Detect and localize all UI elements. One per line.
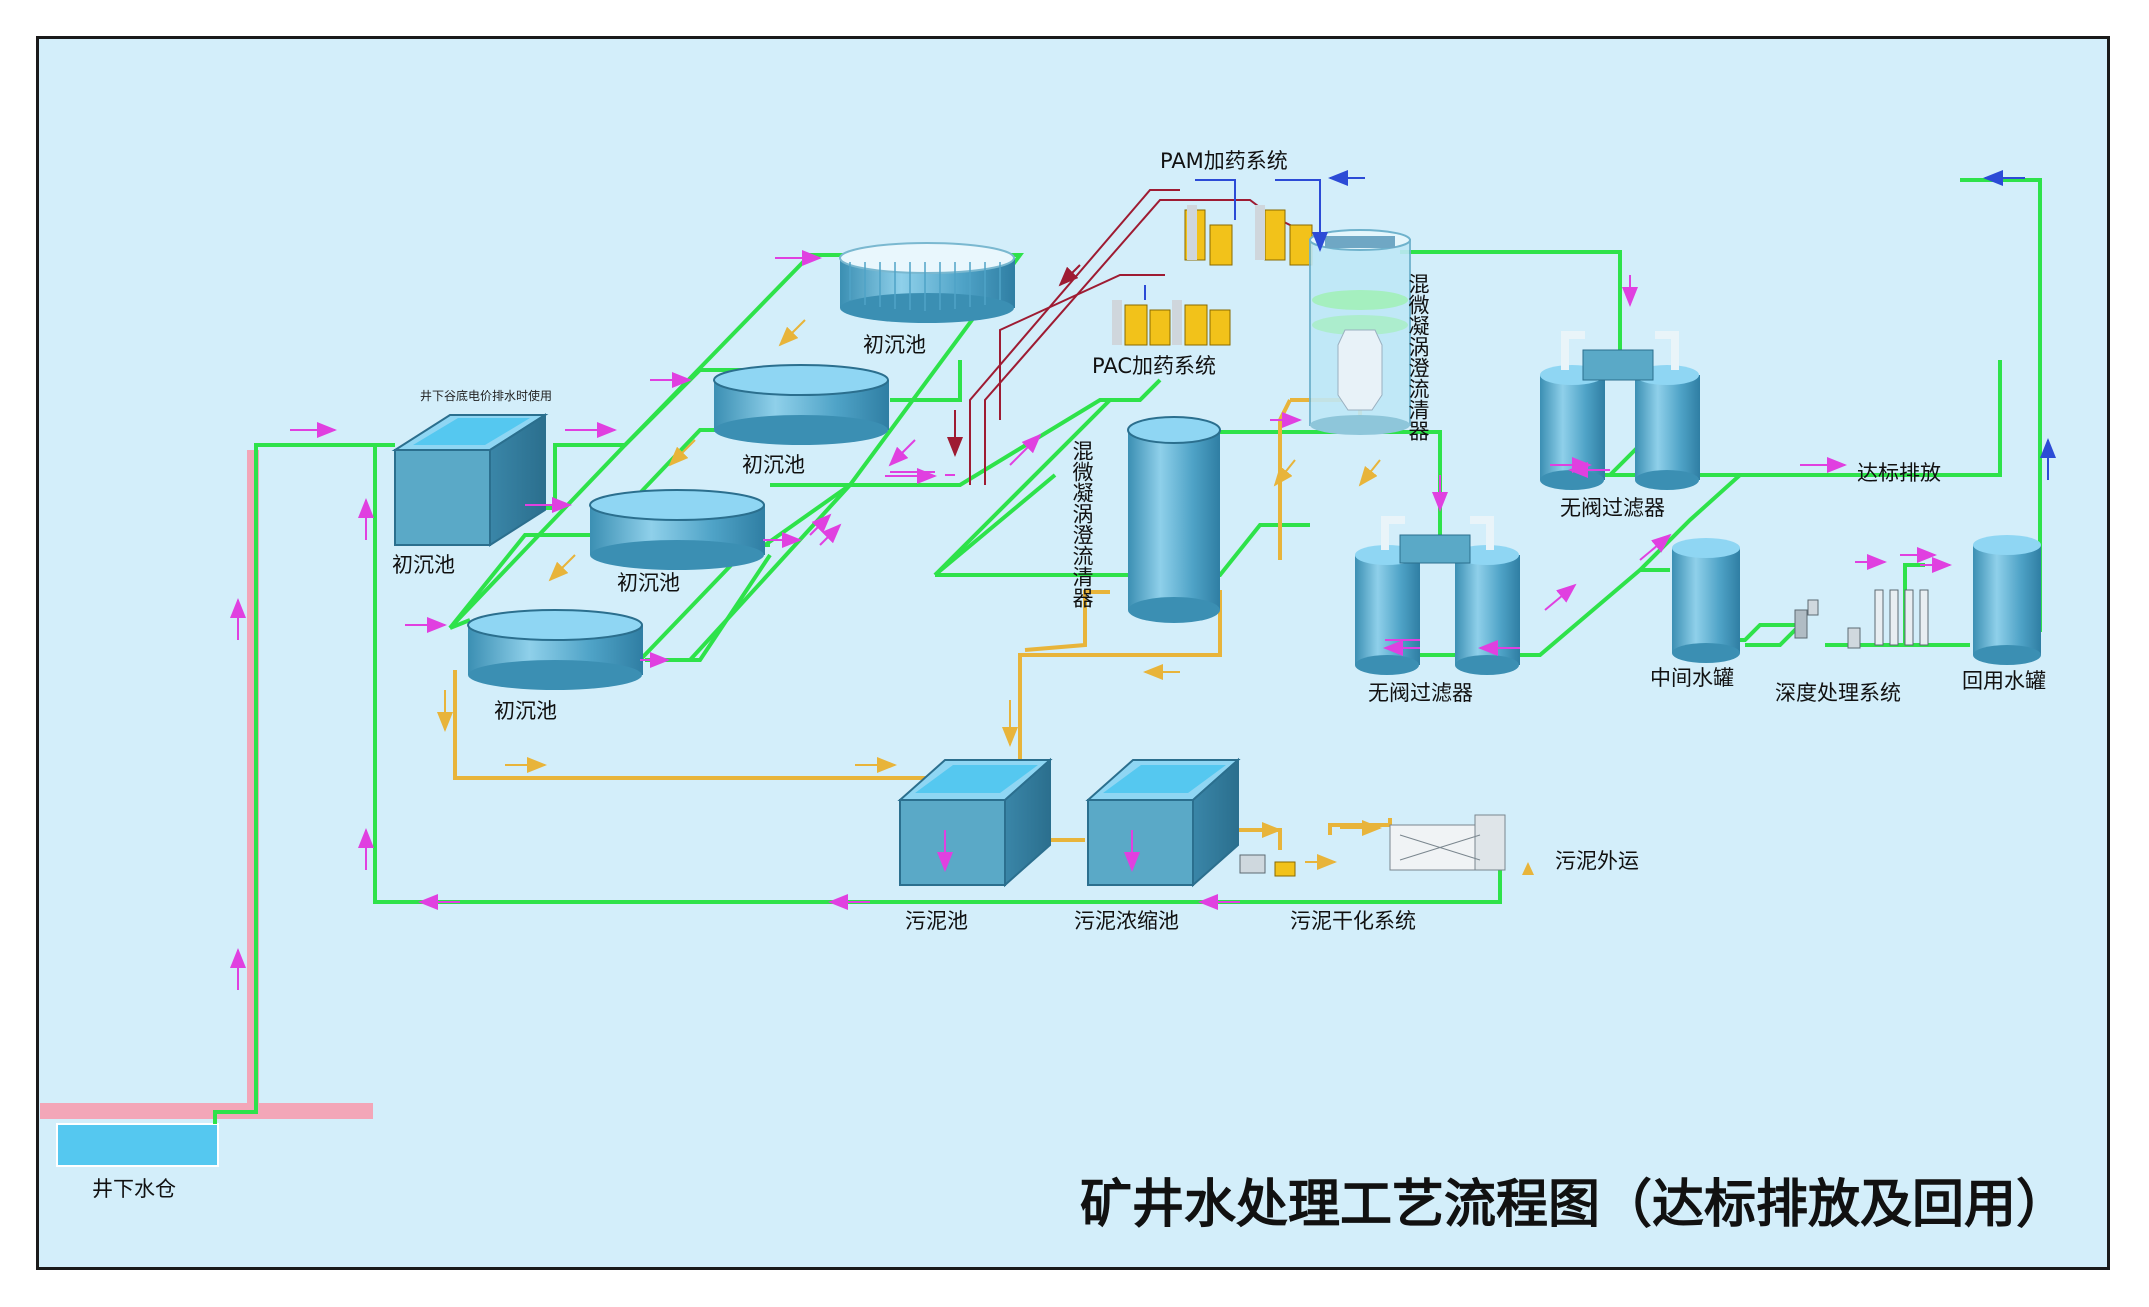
advanced-treatment-units [1794,589,1929,649]
clarifier-right-label: 混微凝涡澄流清器 [1406,273,1430,441]
chemical-arrows [947,264,1081,457]
primary-tank-1-label: 初沉池 [392,553,455,577]
primary-tank-round-3 [589,489,765,570]
reuse-tank [1973,535,2041,665]
sludge-thickener-label: 污泥浓缩池 [1074,909,1179,933]
sludge-tank-label: 污泥池 [905,909,968,933]
primary-tank-round-4 [467,609,643,690]
primary-tank-5-label: 初沉池 [494,699,557,723]
return-arrows [1312,170,2056,480]
intermediate-tank [1672,538,1740,663]
advanced-treatment-label: 深度处理系统 [1775,681,1901,705]
sludge-export-marker [1522,862,1534,875]
clarifier-left [1127,416,1221,623]
pam-system-label: PAM加药系统 [1160,149,1288,173]
primary-tank-round-top [839,242,1015,323]
primary-tank-box [391,413,549,547]
diagram-title: 矿井水处理工艺流程图（达标排放及回用） [1080,1174,2068,1235]
reuse-tank-label: 回用水罐 [1962,669,2046,693]
pam-dosing-units [1184,205,1313,266]
clarifier-right [1309,229,1411,435]
sludge-drying-equipment [1239,814,1506,877]
primary-tank-3-label: 初沉池 [742,453,805,477]
riser-water-line [213,443,395,1124]
valveless-filter-1-label: 无阀过滤器 [1560,496,1665,520]
valveless-filter-2-label: 无阀过滤器 [1368,681,1473,705]
sludge-drying-label: 污泥干化系统 [1290,909,1416,933]
valveless-filter-bottom [1355,516,1520,675]
sludge-thickener [1085,757,1241,888]
pac-system-label: PAC加药系统 [1092,354,1216,378]
intermediate-tank-label: 中间水罐 [1650,666,1734,690]
clarifier-left-label: 混微凝涡澄流清器 [1070,440,1094,608]
primary-tank-4-label: 初沉池 [617,571,680,595]
underground-sump [56,1123,219,1167]
sludge-arrows [437,319,1382,870]
sludge-export-label: 污泥外运 [1555,849,1639,873]
primary-tank-round-2 [713,364,889,445]
primary-tank-2-label: 初沉池 [863,333,926,357]
pac-dosing-units [1112,300,1231,346]
underground-sump-label: 井下水仓 [92,1177,176,1201]
offpeak-note: 井下谷底电价排水时使用 [420,388,552,403]
ground-layer [40,1103,373,1119]
discharge-label: 达标排放 [1857,461,1941,485]
sludge-tank [897,757,1053,888]
flow-arrows [230,250,1952,990]
